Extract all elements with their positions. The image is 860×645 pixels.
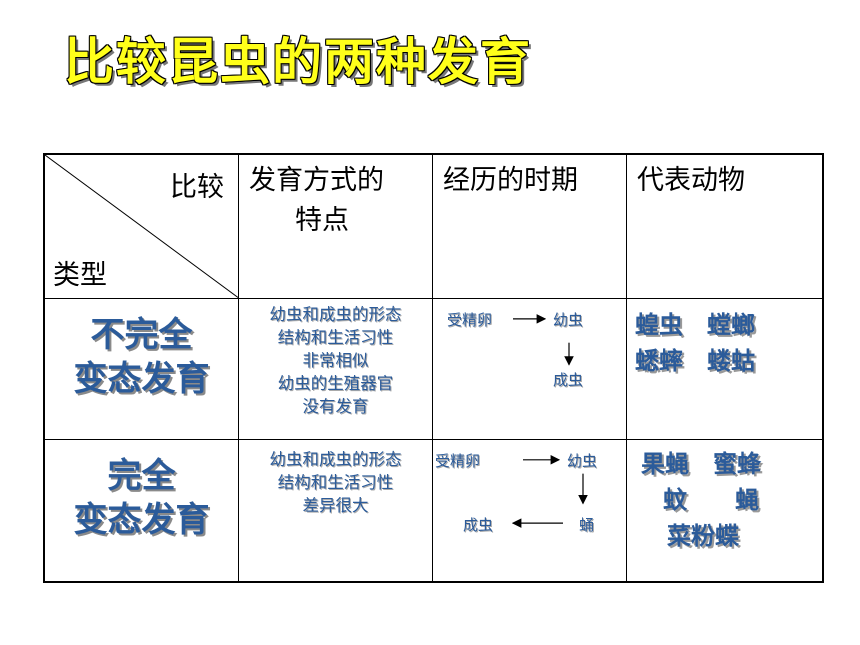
stage-egg: 受精卵 <box>435 451 481 470</box>
stages-incomplete: 受精卵 幼虫 成虫 <box>432 297 627 440</box>
animals-complete: 果蝇 蜜蜂 蚊 蝇 菜粉蝶 <box>626 438 824 583</box>
table-row-complete: 完全 变态发育 幼虫和成虫的形态 结构和生活习性 差异很大 <box>43 438 824 583</box>
table-row-incomplete: 不完全 变态发育 幼虫和成虫的形态 结构和生活习性 非常相似 幼虫的生殖器官 没… <box>43 297 824 440</box>
corner-label-compare: 比较 <box>170 172 224 203</box>
animals-incomplete: 蝗虫 螳螂 蟋蟀 蝼蛄 <box>626 297 824 440</box>
stage-egg: 受精卵 <box>447 310 493 329</box>
stage-arrows-incomplete <box>513 313 574 366</box>
stage-adult: 成虫 <box>463 515 494 534</box>
stage-larva: 幼虫 <box>553 310 584 329</box>
comparison-table: 比较 类型 发育方式的 特点 经历的时期 代表动物 不完全 变态发育 幼虫和成虫… <box>43 153 824 583</box>
features-incomplete: 幼虫和成虫的形态 结构和生活习性 非常相似 幼虫的生殖器官 没有发育 <box>238 297 433 440</box>
header-stages: 经历的时期 <box>432 153 627 299</box>
stage-adult: 成虫 <box>553 370 584 389</box>
header-animals: 代表动物 <box>626 153 824 299</box>
type-incomplete: 不完全 变态发育 <box>43 297 239 440</box>
type-complete: 完全 变态发育 <box>43 438 239 583</box>
corner-label-type: 类型 <box>53 259 107 291</box>
stage-larva: 幼虫 <box>567 451 598 470</box>
features-complete: 幼虫和成虫的形态 结构和生活习性 差异很大 <box>238 438 433 583</box>
header-feature-line2: 特点 <box>295 205 349 236</box>
header-feature: 发育方式的 特点 <box>238 153 433 299</box>
page-title: 比较昆虫的两种发育 <box>64 33 532 91</box>
table-header-row: 比较 类型 发育方式的 特点 经历的时期 代表动物 <box>43 153 824 299</box>
stage-arrows-complete <box>511 454 588 528</box>
stage-pupa: 蛹 <box>579 515 595 534</box>
diagonal-line <box>45 155 238 298</box>
corner-cell: 比较 类型 <box>43 153 239 299</box>
stages-complete: 受精卵 幼虫 蛹 成虫 <box>432 438 627 583</box>
header-feature-line1: 发育方式的 <box>249 165 384 196</box>
